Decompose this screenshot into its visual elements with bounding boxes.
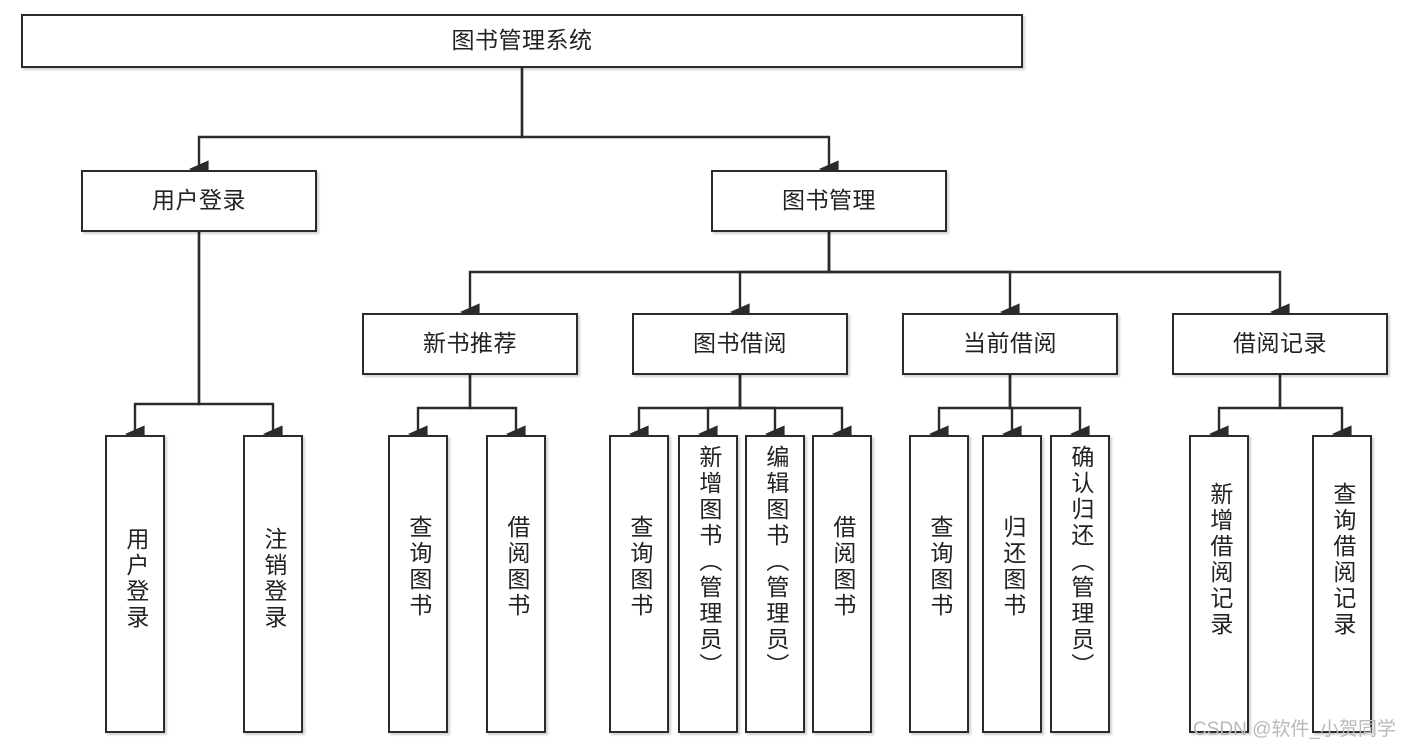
node-leaf-cur-query[interactable]: 查询图书 — [909, 435, 969, 733]
node-leaf-cur-confirm[interactable]: 确认归还（管理员） — [1050, 435, 1110, 733]
node-l2-borrow[interactable]: 图书借阅 — [632, 313, 848, 375]
node-label: 当前借阅 — [963, 330, 1057, 357]
node-leaf-new-query[interactable]: 查询图书 — [388, 435, 448, 733]
node-label: 编辑图书（管理员） — [762, 445, 789, 679]
node-leaf-bw-borrow[interactable]: 借阅图书 — [812, 435, 872, 733]
node-label: 借阅图书 — [503, 515, 530, 619]
node-leaf-bw-query[interactable]: 查询图书 — [609, 435, 669, 733]
node-leaf-cur-return[interactable]: 归还图书 — [982, 435, 1042, 733]
node-label: 注销登录 — [260, 527, 287, 631]
node-root[interactable]: 图书管理系统 — [21, 14, 1023, 68]
node-leaf-bw-add[interactable]: 新增图书（管理员） — [678, 435, 738, 733]
edge-l2-new-to-leaf-new-query — [407, 375, 472, 443]
edge-l2-borrow-to-leaf-bw-query — [628, 375, 742, 443]
node-leaf-user-logout[interactable]: 注销登录 — [243, 435, 303, 733]
edge-l2-record-to-leaf-rec-query — [1278, 375, 1352, 443]
node-label: 新书推荐 — [423, 330, 517, 357]
node-label: 图书管理系统 — [451, 27, 593, 54]
edge-l2-current-to-leaf-cur-query — [928, 375, 1012, 443]
node-label: 新增图书（管理员） — [695, 445, 722, 679]
csdn-watermark: CSDN @软件_小贺同学 — [1193, 719, 1396, 740]
edge-l2-borrow-to-leaf-bw-borrow — [738, 375, 852, 443]
edge-l1-user-to-leaf-user-login — [124, 232, 201, 443]
node-l2-new[interactable]: 新书推荐 — [362, 313, 578, 375]
edge-root-to-l1-user — [188, 68, 524, 178]
node-l2-current[interactable]: 当前借阅 — [902, 313, 1118, 375]
node-leaf-user-login[interactable]: 用户登录 — [105, 435, 165, 733]
node-label: 借阅图书 — [829, 515, 856, 619]
node-leaf-rec-add[interactable]: 新增借阅记录 — [1189, 435, 1249, 733]
node-label: 查询图书 — [926, 515, 953, 619]
edge-root-to-l1-book — [520, 68, 839, 178]
edge-l1-user-to-leaf-user-logout — [197, 232, 283, 443]
edge-l2-new-to-leaf-new-borrow — [468, 375, 526, 443]
node-label: 图书管理 — [782, 187, 876, 214]
edge-l2-record-to-leaf-rec-add — [1208, 375, 1282, 443]
edge-l1-book-to-l2-record — [827, 232, 1290, 321]
node-label: 用户登录 — [122, 527, 149, 631]
edge-l2-borrow-to-leaf-bw-add — [697, 375, 742, 443]
node-label: 图书借阅 — [693, 330, 787, 357]
edge-l1-book-to-l2-borrow — [729, 232, 831, 321]
node-label: 查询图书 — [626, 515, 653, 619]
node-label: 用户登录 — [152, 187, 246, 214]
node-label: 查询借阅记录 — [1329, 482, 1356, 638]
node-l1-book[interactable]: 图书管理 — [711, 170, 947, 232]
node-label: 确认归还（管理员） — [1067, 445, 1094, 679]
node-label: 归还图书 — [999, 515, 1026, 619]
node-label: 借阅记录 — [1233, 330, 1327, 357]
node-leaf-bw-edit[interactable]: 编辑图书（管理员） — [745, 435, 805, 733]
edge-l2-borrow-to-leaf-bw-edit — [738, 375, 785, 443]
node-leaf-rec-query[interactable]: 查询借阅记录 — [1312, 435, 1372, 733]
node-leaf-new-borrow[interactable]: 借阅图书 — [486, 435, 546, 733]
edge-l2-current-to-leaf-cur-confirm — [1008, 375, 1090, 443]
node-label: 查询图书 — [405, 515, 432, 619]
node-label: 新增借阅记录 — [1206, 482, 1233, 638]
node-l1-user[interactable]: 用户登录 — [81, 170, 317, 232]
edge-group — [124, 68, 1352, 443]
node-l2-record[interactable]: 借阅记录 — [1172, 313, 1388, 375]
